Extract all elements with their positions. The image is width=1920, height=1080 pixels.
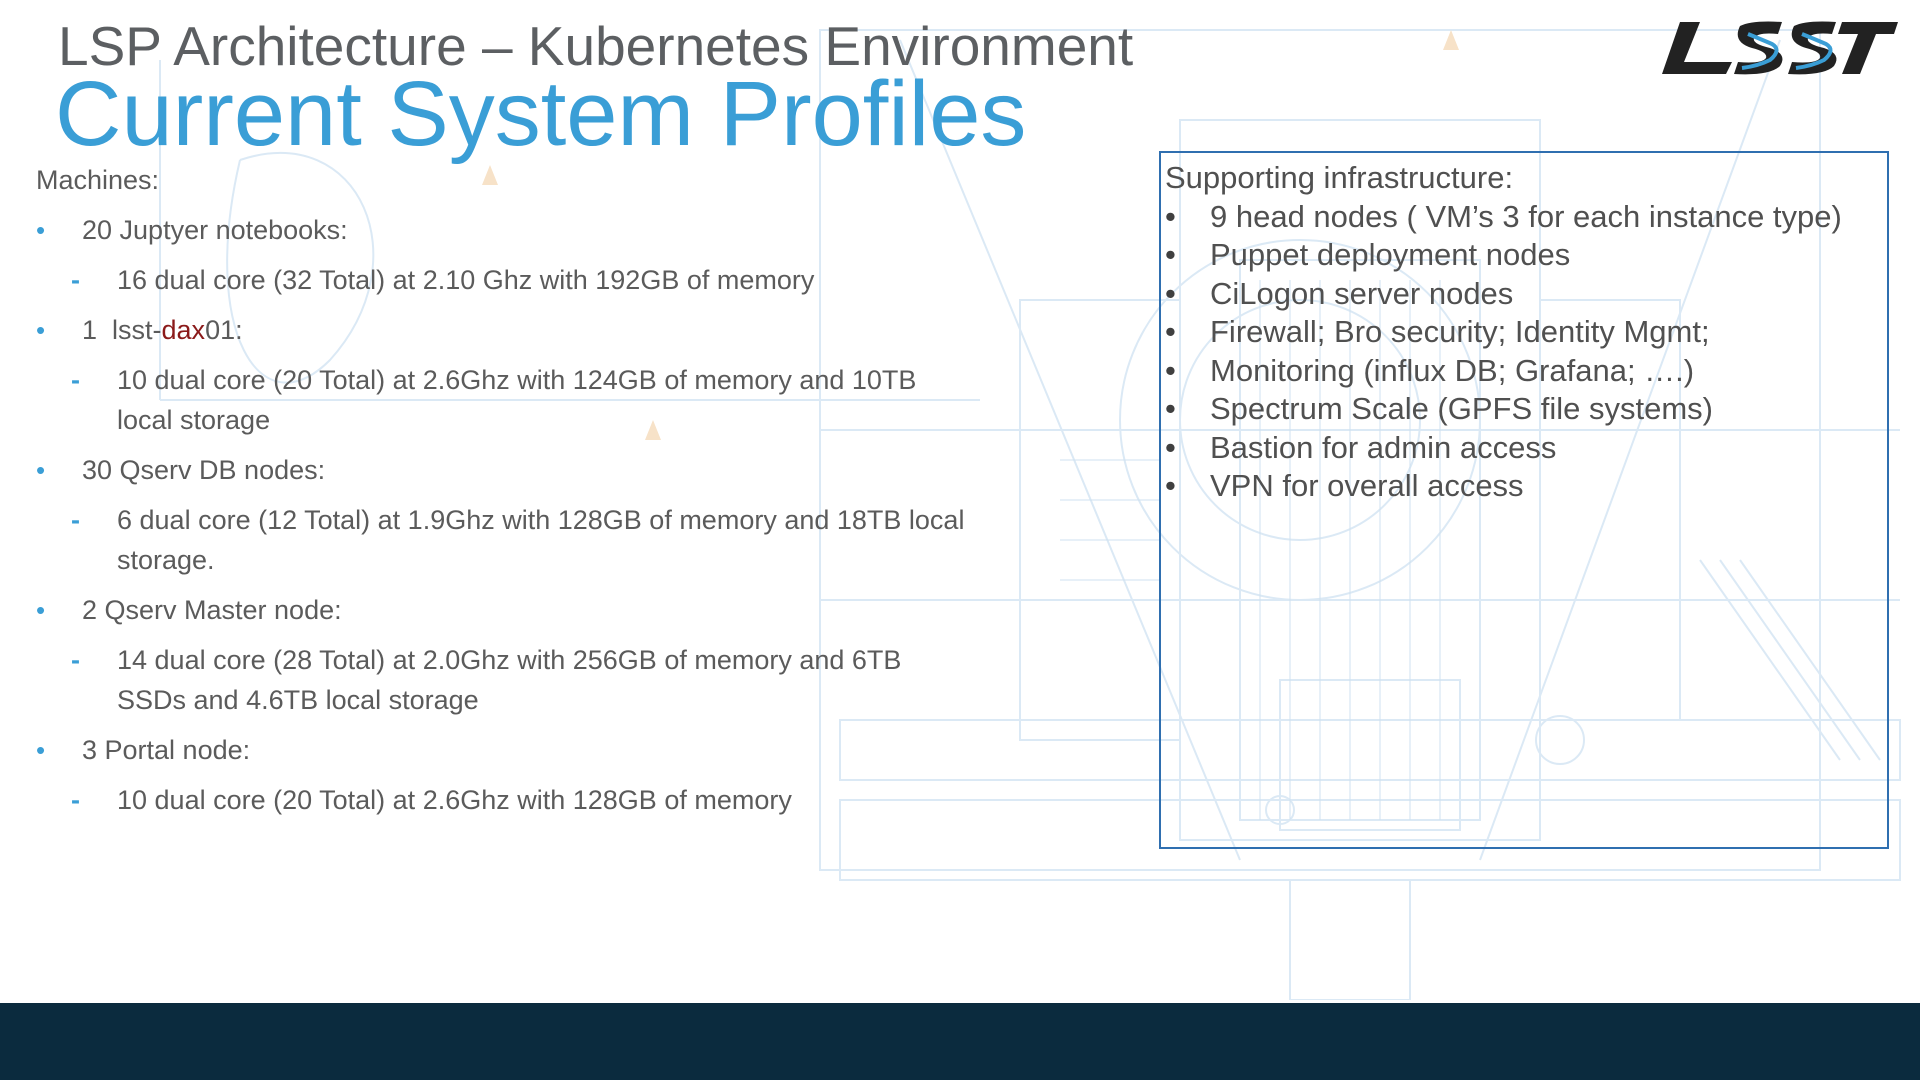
slide-supertitle: LSP Architecture – Kubernetes Environmen… [58, 15, 1134, 77]
machine-detail-text: 10 dual core (20 Total) at 2.6Ghz with 1… [117, 785, 792, 815]
dash-bullet-icon: - [71, 505, 80, 535]
infrastructure-item-text: Puppet deployment nodes [1210, 237, 1571, 272]
machine-label: 3 Portal node: [82, 735, 251, 765]
telescope-blueprint-background [159, 29, 1901, 1000]
infrastructure-item-text: Firewall; Bro security; Identity Mgmt; [1210, 314, 1710, 349]
dash-bullet-icon: - [71, 365, 80, 395]
bullet-dot-icon: • [1165, 468, 1176, 503]
machine-detail: - 16 dual core (32 Total) at 2.10 Ghz wi… [36, 260, 976, 300]
infrastructure-item-text: CiLogon server nodes [1210, 275, 1514, 311]
machine-label-highlight: dax [161, 315, 206, 345]
infrastructure-item-text: VPN for overall access [1210, 468, 1524, 503]
machine-item-lsst-dax01: • 1 lsst-dax01: [36, 310, 976, 350]
infrastructure-item-text: 9 head nodes ( VM’s 3 for each instance … [1210, 198, 1842, 234]
bullet-dot-icon: • [1165, 391, 1176, 426]
machine-item-portal: • 3 Portal node: [36, 730, 976, 770]
machine-label: 20 Juptyer notebooks: [82, 215, 348, 245]
machine-detail: - 10 dual core (20 Total) at 2.6Ghz with… [36, 780, 976, 820]
machine-label-suffix: 01: [205, 315, 243, 345]
infrastructure-item: • Monitoring (influx DB; Grafana; ….) [1165, 352, 1887, 391]
dash-bullet-icon: - [71, 265, 80, 295]
machines-heading: Machines: [36, 165, 160, 195]
dash-bullet-icon: - [71, 785, 80, 815]
infrastructure-item: • 9 head nodes ( VM’s 3 for each instance… [1165, 198, 1887, 237]
infrastructure-item: • Firewall; Bro security; Identity Mgmt; [1165, 313, 1887, 352]
infrastructure-item-text: Bastion for admin access [1210, 429, 1557, 465]
machine-detail-text: 10 dual core (20 Total) at 2.6Ghz with 1… [117, 365, 917, 435]
machines-list: • 20 Juptyer notebooks: - 16 dual core (… [36, 210, 976, 820]
machine-item-qserv-db: • 30 Qserv DB nodes: [36, 450, 976, 490]
footer-bar [0, 1003, 1920, 1080]
infrastructure-item: • CiLogon server nodes [1165, 275, 1887, 314]
bullet-dot-icon: • [36, 215, 46, 245]
bullet-dot-icon: • [1165, 352, 1176, 388]
infrastructure-list: • 9 head nodes ( VM’s 3 for each instance… [1165, 198, 1887, 506]
infrastructure-item-text: Spectrum Scale (GPFS file systems) [1210, 391, 1714, 426]
bullet-dot-icon: • [36, 455, 46, 485]
dash-bullet-icon: - [71, 645, 80, 675]
slide-title: Current System Profiles [55, 63, 1027, 165]
machine-detail: - 6 dual core (12 Total) at 1.9Ghz with … [36, 500, 976, 580]
bullet-dot-icon: • [36, 315, 46, 345]
machine-label: 30 Qserv DB nodes: [82, 455, 326, 485]
machines-section: Machines: • 20 Juptyer notebooks: - 16 d… [36, 160, 976, 830]
infrastructure-item: • Bastion for admin access [1165, 429, 1887, 468]
bullet-dot-icon: • [36, 595, 46, 625]
machine-detail-text: 6 dual core (12 Total) at 1.9Ghz with 12… [117, 505, 965, 575]
machine-detail-text: 16 dual core (32 Total) at 2.10 Ghz with… [117, 265, 815, 295]
machine-label-prefix: 1 lsst- [82, 315, 162, 345]
bullet-dot-icon: • [1165, 275, 1176, 311]
infrastructure-item-text: Monitoring (influx DB; Grafana; ….) [1210, 352, 1695, 388]
lsst-logo [1662, 21, 1898, 75]
machine-detail: - 14 dual core (28 Total) at 2.0Ghz with… [36, 640, 976, 720]
bullet-dot-icon: • [1165, 429, 1176, 465]
machine-label: 2 Qserv Master node: [82, 595, 342, 625]
infrastructure-item: • Puppet deployment nodes [1165, 236, 1887, 275]
bullet-dot-icon: • [36, 735, 46, 765]
machine-item-jupyter: • 20 Juptyer notebooks: [36, 210, 976, 250]
infrastructure-item: • VPN for overall access [1165, 467, 1887, 506]
bullet-dot-icon: • [1165, 237, 1176, 272]
supporting-infrastructure-box: Supporting infrastructure: • 9 head nodes… [1159, 151, 1889, 849]
machine-detail: - 10 dual core (20 Total) at 2.6Ghz with… [36, 360, 976, 440]
infrastructure-heading: Supporting infrastructure: [1165, 160, 1514, 195]
machine-item-qserv-master: • 2 Qserv Master node: [36, 590, 976, 630]
infrastructure-item: • Spectrum Scale (GPFS file systems) [1165, 390, 1887, 429]
machine-detail-text: 14 dual core (28 Total) at 2.0Ghz with 2… [117, 645, 902, 715]
bullet-dot-icon: • [1165, 314, 1176, 349]
bullet-dot-icon: • [1165, 198, 1176, 234]
